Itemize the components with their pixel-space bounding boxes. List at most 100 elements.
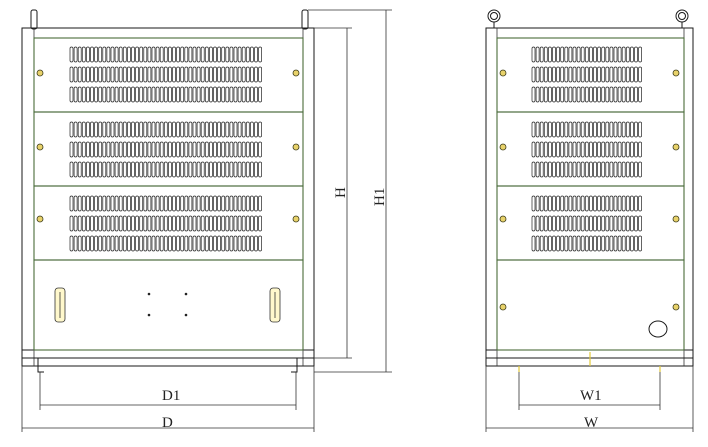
vent-slot <box>597 121 601 138</box>
vent-slot <box>143 235 148 252</box>
vent-slot <box>151 121 156 138</box>
vent-slot <box>241 141 246 158</box>
vent-slot <box>589 121 593 138</box>
vent-slot <box>122 121 127 138</box>
vent-slot <box>118 121 123 138</box>
vent-slot <box>188 235 193 252</box>
vent-slot <box>593 46 597 63</box>
vent-slot <box>221 46 226 63</box>
vent-slot <box>102 46 107 63</box>
vent-slot <box>98 215 103 232</box>
vent-slot <box>192 86 197 103</box>
vent-slot <box>196 161 201 178</box>
front-base <box>22 349 314 373</box>
vent-slot <box>139 121 144 138</box>
vent-slot <box>258 86 262 103</box>
vent-slot <box>176 161 180 178</box>
vent-slot <box>122 161 127 178</box>
screw-icon <box>672 69 680 77</box>
vent-slot <box>638 161 642 178</box>
vent-slot <box>106 235 111 252</box>
vent-slot <box>589 141 593 158</box>
vent-slot <box>560 161 565 178</box>
vent-slot <box>122 66 127 83</box>
vent-slot <box>135 195 139 212</box>
vent-slot <box>204 235 209 252</box>
vent-slot <box>584 161 589 178</box>
vent-slot <box>609 121 614 138</box>
front-vent-panel-1 <box>33 37 304 113</box>
vent-slot <box>196 215 201 232</box>
vent-slot <box>531 215 536 232</box>
vent-slot <box>225 86 230 103</box>
vent-slot <box>580 235 585 252</box>
vent-slot <box>638 121 642 138</box>
vent-slot <box>81 46 86 63</box>
vent-slot <box>118 215 123 232</box>
vent-slot <box>176 195 180 212</box>
vent-slot <box>204 46 209 63</box>
vent-slot <box>159 86 164 103</box>
vent-slot <box>147 141 152 158</box>
vent-slot <box>543 215 548 232</box>
vent-slot <box>168 46 172 63</box>
vent-slot <box>605 235 610 252</box>
vent-slot <box>204 86 209 103</box>
vent-slot <box>86 86 90 103</box>
vent-slot <box>556 86 560 103</box>
vent-slot <box>172 235 176 252</box>
dimension-w1: W1 <box>518 372 661 410</box>
vent-slot <box>237 66 242 83</box>
vent-slot <box>114 215 119 232</box>
vent-slot <box>180 215 185 232</box>
vent-slot <box>77 195 82 212</box>
vent-slot <box>258 121 262 138</box>
vent-slot <box>73 86 78 103</box>
vent-slot <box>102 235 107 252</box>
vent-slot <box>621 141 626 158</box>
vent-slot <box>254 161 258 178</box>
d1-label: D1 <box>162 388 180 404</box>
vent-slot <box>139 86 144 103</box>
vent-slot <box>176 46 180 63</box>
h-label: H <box>333 187 349 198</box>
vent-slot <box>539 121 544 138</box>
vent-slot <box>229 46 234 63</box>
vent-slot <box>102 195 107 212</box>
vent-slot <box>638 46 642 63</box>
vent-slot <box>155 215 160 232</box>
vent-slot <box>110 235 115 252</box>
vent-slot <box>81 86 86 103</box>
vent-slot <box>564 86 569 103</box>
vent-slot <box>106 86 111 103</box>
vent-slot <box>258 161 262 178</box>
d-label: D <box>162 415 173 431</box>
vent-slot <box>621 121 626 138</box>
vent-slot <box>192 195 197 212</box>
vent-slot <box>634 141 638 158</box>
vent-slot <box>601 235 606 252</box>
vent-slot <box>209 195 213 212</box>
lifting-eye-icon <box>487 9 501 28</box>
vent-slot <box>180 161 185 178</box>
vent-slot <box>180 195 185 212</box>
vent-slot <box>593 121 597 138</box>
vent-slot <box>204 141 209 158</box>
vent-slot <box>634 215 638 232</box>
vent-slot <box>86 161 90 178</box>
vent-slot <box>196 121 201 138</box>
vent-slot <box>127 121 131 138</box>
side-vent-panel-2 <box>496 111 685 187</box>
vent-slot <box>548 215 552 232</box>
vent-slot <box>552 215 556 232</box>
vent-slot <box>568 141 573 158</box>
vent-slot <box>250 66 254 83</box>
vent-slot <box>576 141 581 158</box>
vent-slot <box>106 195 111 212</box>
vent-slot <box>625 215 630 232</box>
vent-slot <box>159 66 164 83</box>
vent-slot <box>176 86 180 103</box>
vent-slot <box>237 86 242 103</box>
vent-slot <box>254 46 258 63</box>
vent-slot <box>143 86 148 103</box>
